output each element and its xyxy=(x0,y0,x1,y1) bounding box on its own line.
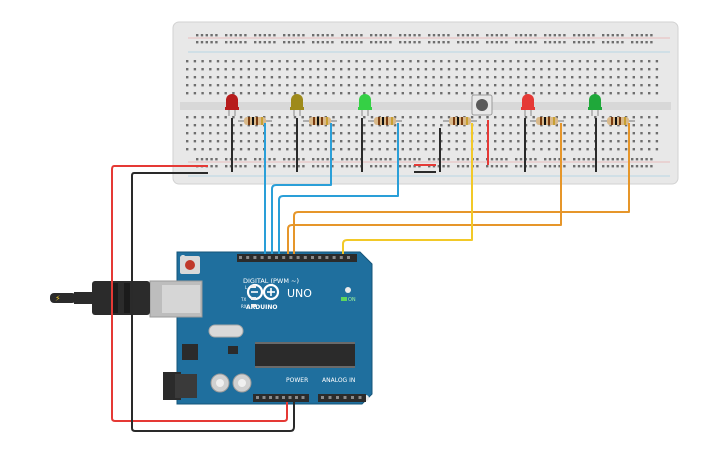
breadboard-center-channel xyxy=(180,102,671,110)
chip-socket-bottom xyxy=(255,366,355,368)
led-3 xyxy=(358,94,372,116)
led-1 xyxy=(225,94,239,116)
led-2-body xyxy=(291,94,303,108)
wire-led3-signal xyxy=(278,123,399,254)
on-led xyxy=(341,297,347,301)
on-label: ON xyxy=(348,297,356,303)
resistor-2 xyxy=(303,117,337,125)
wire-button-signal xyxy=(342,123,473,254)
usb-plug-body xyxy=(92,281,150,315)
resistors xyxy=(238,117,635,125)
led-5 xyxy=(588,94,602,116)
resistor-3 xyxy=(368,117,402,125)
l-led xyxy=(251,285,256,288)
digital-label: DIGITAL (PWM ~) xyxy=(243,277,299,285)
breadboard-jumpers xyxy=(231,118,597,173)
led-2-rim xyxy=(290,107,304,110)
power-label: POWER xyxy=(286,377,308,384)
arduino-uno: DIGITAL (PWM ~) ON ARDUINO UNO L TX RX xyxy=(149,251,373,405)
resistor-4 xyxy=(443,117,477,125)
breadboard-holes xyxy=(186,34,659,168)
capacitor-1-top xyxy=(216,379,224,387)
tx-led xyxy=(251,297,256,300)
wires xyxy=(111,123,630,432)
wire-5v xyxy=(111,165,288,422)
breadboard xyxy=(172,21,679,185)
led-1-body xyxy=(226,94,238,108)
chip-socket-top xyxy=(255,342,355,344)
usb-port-inner xyxy=(162,285,200,313)
rx-label: RX xyxy=(241,304,247,309)
led-4-rim xyxy=(521,107,535,110)
usb-plug-ridge-1 xyxy=(112,283,118,313)
reset-button-cap[interactable] xyxy=(185,260,195,270)
wire-led2-signal xyxy=(271,123,332,254)
led-5-rim xyxy=(588,107,602,110)
crystal-oscillator xyxy=(208,324,244,338)
usb-plug-ridge-2 xyxy=(124,283,130,313)
analog-label: ANALOG IN xyxy=(322,377,355,384)
model-text: UNO xyxy=(287,287,312,300)
led-5-body xyxy=(589,94,601,108)
led-4 xyxy=(521,94,535,116)
atmega-chip xyxy=(255,344,355,366)
power-jack-body xyxy=(175,374,197,398)
push-button[interactable] xyxy=(471,94,493,116)
resistor-1 xyxy=(238,117,272,125)
resistor-5 xyxy=(530,117,564,125)
l-label: L xyxy=(245,285,248,290)
rx-led xyxy=(251,304,256,307)
wire-gnd xyxy=(131,172,295,432)
resistor-6 xyxy=(601,117,635,125)
mount-hole-3 xyxy=(345,287,351,293)
usb-cable-end xyxy=(50,293,76,303)
digital-header-pins xyxy=(239,256,350,259)
led-1-rim xyxy=(225,107,239,110)
wire-led4-signal xyxy=(287,123,562,254)
usb-lightning-icon: ⚡ xyxy=(55,294,61,303)
leds xyxy=(225,94,602,116)
voltage-regulator xyxy=(182,344,198,360)
usb-cable: ⚡ xyxy=(50,281,150,315)
logo-text: ARDUINO xyxy=(246,304,277,311)
power-header-pins xyxy=(256,396,362,399)
small-ic xyxy=(228,346,238,354)
led-2 xyxy=(290,94,304,116)
led-3-rim xyxy=(358,107,372,110)
capacitor-2-top xyxy=(238,379,246,387)
tx-label: TX xyxy=(240,297,246,302)
wire-led5-signal xyxy=(293,123,630,254)
led-3-body xyxy=(359,94,371,108)
power-header xyxy=(253,394,309,402)
analog-header xyxy=(318,394,366,402)
push-button-cap[interactable] xyxy=(476,99,488,111)
led-4-body xyxy=(522,94,534,108)
usb-cable-strain-relief xyxy=(74,292,94,304)
